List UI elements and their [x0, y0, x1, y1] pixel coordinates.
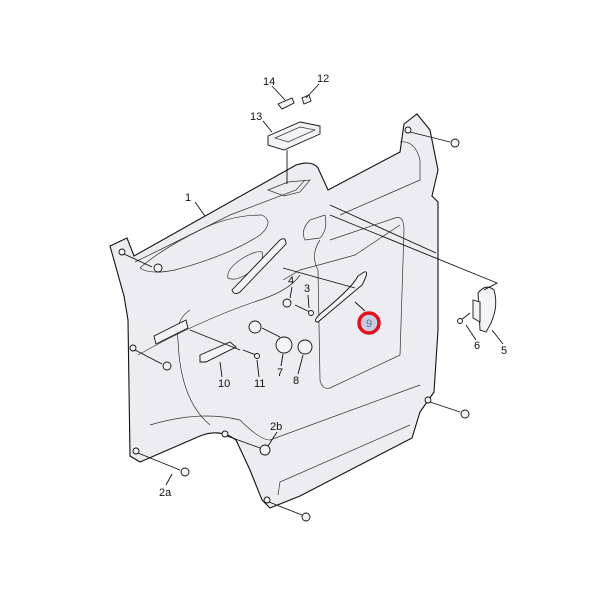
label-part-2b: 2b: [270, 421, 282, 433]
label-part-11: 11: [254, 378, 265, 390]
label-part-3: 3: [304, 283, 310, 295]
label-part-12: 12: [317, 73, 329, 85]
clip-part-12[interactable]: [301, 94, 312, 105]
pocket-slot: [153, 319, 189, 345]
leader-lines: [165, 83, 504, 486]
clip-part-14[interactable]: [277, 97, 295, 110]
label-part-7: 7: [277, 367, 283, 379]
switch-pack-part-13[interactable]: [267, 121, 321, 151]
highlight-ring-part-9[interactable]: [357, 311, 381, 335]
label-part-5: 5: [501, 345, 507, 357]
label-part-9[interactable]: 9: [366, 318, 372, 330]
label-part-4: 4: [288, 275, 294, 287]
cover-part-8[interactable]: [297, 339, 313, 355]
door-trim-panel[interactable]: [109, 113, 439, 509]
label-part-13: 13: [250, 111, 262, 123]
label-part-2a: 2a: [159, 487, 172, 499]
screws: [118, 126, 471, 522]
label-part-14: 14: [263, 76, 275, 88]
speaker-mount: [248, 320, 262, 334]
trim-bezel-part-5[interactable]: [477, 286, 497, 333]
label-part-8: 8: [293, 375, 299, 387]
speaker-grille-part-7[interactable]: [275, 336, 293, 354]
clip-part-6[interactable]: [472, 299, 481, 323]
door-handle-bracket[interactable]: [231, 238, 287, 295]
label-part-6: 6: [474, 340, 480, 352]
label-part-10: 10: [218, 378, 230, 390]
label-part-1: 1: [185, 192, 191, 204]
